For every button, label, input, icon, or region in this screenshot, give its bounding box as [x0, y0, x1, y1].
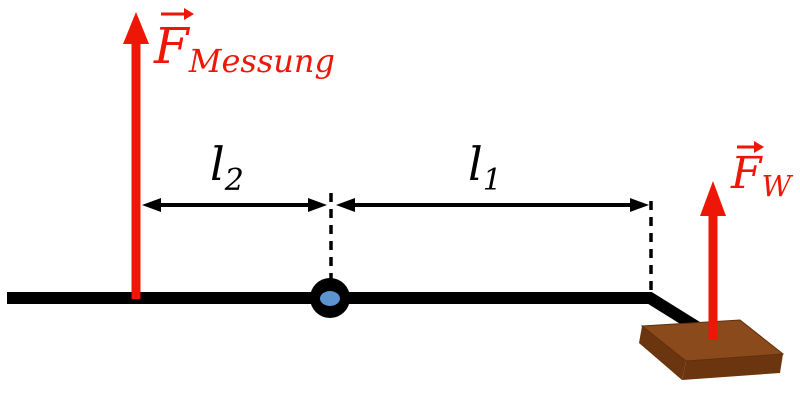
force-weight-label: FW	[730, 148, 794, 203]
wooden-block-front-face	[682, 354, 783, 380]
force-weight-arrow	[700, 181, 726, 340]
lever-beam	[7, 292, 707, 337]
vector-arrow-icon	[737, 141, 764, 153]
force-weight-label-group: FW	[730, 141, 794, 203]
force-weight-arrowhead	[700, 181, 726, 216]
l2-subscript: 2	[224, 163, 244, 198]
dimension-l2-right-arrowhead	[308, 198, 327, 212]
dimension-arrow-l1	[336, 198, 649, 212]
force-measurement-arrow	[123, 12, 149, 299]
dimension-l1-right-arrowhead	[630, 198, 649, 212]
l1-symbol: l	[468, 137, 483, 191]
dimension-arrow-l2	[142, 198, 327, 212]
l2-symbol: l	[210, 137, 225, 191]
force-weight-subscript: W	[762, 169, 794, 203]
force-measurement-label-group: FMessung	[153, 8, 335, 80]
dimension-l1-left-arrowhead	[336, 198, 355, 212]
force-weight-symbol: F	[730, 148, 763, 199]
lever-arm-l2-label: l2	[210, 137, 244, 198]
dimension-l2-left-arrowhead	[142, 198, 161, 212]
pivot-point	[310, 278, 350, 318]
vector-arrow-icon	[161, 8, 194, 20]
wooden-block-top-face	[640, 319, 785, 362]
force-measurement-arrowhead	[123, 12, 149, 44]
l1-subscript: 1	[483, 163, 502, 198]
wooden-block-left-face	[639, 326, 686, 380]
wooden-block	[639, 319, 785, 380]
force-measurement-subscript: Messung	[188, 42, 335, 80]
lever-arm-l1-label: l1	[468, 137, 502, 198]
force-measurement-symbol: F	[153, 17, 191, 75]
force-measurement-label: FMessung	[153, 17, 335, 80]
pivot-inner-dot	[320, 291, 340, 306]
